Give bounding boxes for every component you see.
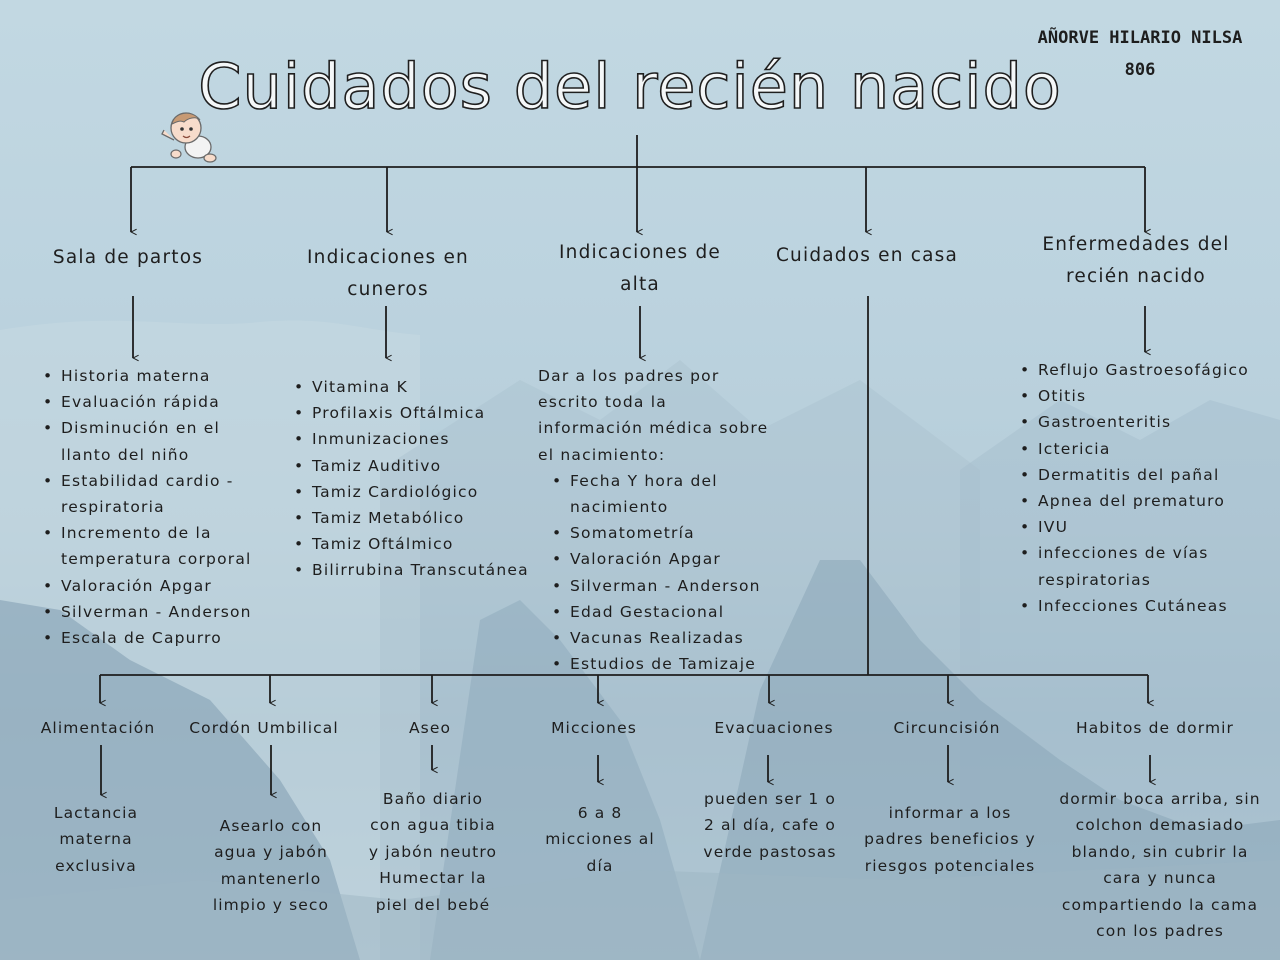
list-item: Silverman - Anderson [41, 599, 276, 625]
list-item: Inmunizaciones [292, 426, 542, 452]
page-title: Cuidados del recién nacido [197, 49, 1062, 124]
subheading-micciones: Micciones [551, 719, 637, 737]
list-item: Tamiz Auditivo [292, 453, 542, 479]
text-alimentacion: Lactancia materna exclusiva [53, 804, 139, 875]
text-aseo: Baño diario con agua tibia y jabón neutr… [368, 790, 498, 914]
list-enfermedades: Reflujo Gastroesofágico Otitis Gastroent… [1018, 357, 1253, 619]
author-line-2: 806 [1124, 60, 1156, 80]
list-item: Valoración Apgar [550, 546, 778, 572]
alta-intro: Dar a los padres por escrito toda la inf… [538, 367, 769, 464]
heading-sala-de-partos: Sala de partos [52, 247, 204, 268]
list-item: Tamiz Metabólico [292, 505, 542, 531]
list-item: Vitamina K [292, 374, 542, 400]
text-circuncision: informar a los padres beneficios y riesg… [864, 804, 1036, 875]
heading-indicaciones-cuneros: Indicaciones en cuneros [307, 247, 469, 300]
author-line-1: AÑORVE HILARIO NILSA [1037, 28, 1243, 48]
list-item: Disminución en el llanto del niño [41, 415, 276, 467]
list-item: Reflujo Gastroesofágico [1018, 357, 1253, 383]
list-indicaciones-cuneros: Vitamina K Profilaxis Oftálmica Inmuniza… [292, 374, 542, 584]
list-item: Gastroenteritis [1018, 409, 1253, 435]
list-item: Valoración Apgar [41, 573, 276, 599]
subheading-cordon-umbilical: Cordón Umbilical [189, 719, 339, 737]
list-item: Ictericia [1018, 436, 1253, 462]
list-item: Incremento de la temperatura corporal [41, 520, 276, 572]
list-item: Otitis [1018, 383, 1253, 409]
subheading-circuncision: Circuncisión [893, 719, 1001, 737]
subheading-habitos-dormir: Habitos de dormir [1075, 719, 1235, 737]
list-item: infecciones de vías respiratorias [1018, 540, 1253, 592]
list-item: Historia materna [41, 363, 276, 389]
subheading-aseo: Aseo [408, 719, 452, 737]
heading-cuidados-en-casa: Cuidados en casa [775, 245, 959, 266]
heading-indicaciones-alta: Indicaciones de alta [559, 242, 721, 295]
list-item: Apnea del prematuro [1018, 488, 1253, 514]
subheading-evacuaciones: Evacuaciones [714, 719, 834, 737]
list-item: Tamiz Oftálmico [292, 531, 542, 557]
text-micciones: 6 a 8 micciones al día [545, 804, 655, 875]
list-item: Edad Gestacional [550, 599, 778, 625]
list-item: Bilirrubina Transcutánea [292, 557, 542, 583]
list-item: Escala de Capurro [41, 625, 276, 651]
text-cordon-umbilical: Asearlo con agua y jabón mantenerlo limp… [212, 817, 330, 915]
subheading-alimentacion: Alimentación [40, 719, 156, 737]
baby-icon [161, 112, 217, 163]
list-item: Estudios de Tamizaje [550, 651, 778, 677]
list-item: Fecha Y hora del nacimiento [550, 468, 778, 520]
list-sala-de-partos: Historia materna Evaluación rápida Dismi… [41, 363, 276, 651]
text-evacuaciones: pueden ser 1 o 2 al día, cafe o verde pa… [703, 790, 837, 861]
list-item: Dermatitis del pañal [1018, 462, 1253, 488]
list-indicaciones-alta: Fecha Y hora del nacimiento Somatometría… [550, 468, 778, 678]
list-item: Tamiz Cardiológico [292, 479, 542, 505]
alta-block: Dar a los padres por escrito toda la inf… [538, 363, 778, 678]
list-item: Vacunas Realizadas [550, 625, 778, 651]
author-name: AÑORVE HILARIO NILSA 806 [1020, 22, 1260, 86]
text-habitos-dormir: dormir boca arriba, sin colchon demasiad… [1059, 790, 1261, 941]
list-item: Profilaxis Oftálmica [292, 400, 542, 426]
list-item: Estabilidad cardio - respiratoria [41, 468, 276, 520]
heading-enfermedades: Enfermedades del recién nacido [1042, 234, 1230, 287]
list-item: Silverman - Anderson [550, 573, 778, 599]
list-item: Somatometría [550, 520, 778, 546]
list-item: Evaluación rápida [41, 389, 276, 415]
list-item: IVU [1018, 514, 1253, 540]
list-item: Infecciones Cutáneas [1018, 593, 1253, 619]
